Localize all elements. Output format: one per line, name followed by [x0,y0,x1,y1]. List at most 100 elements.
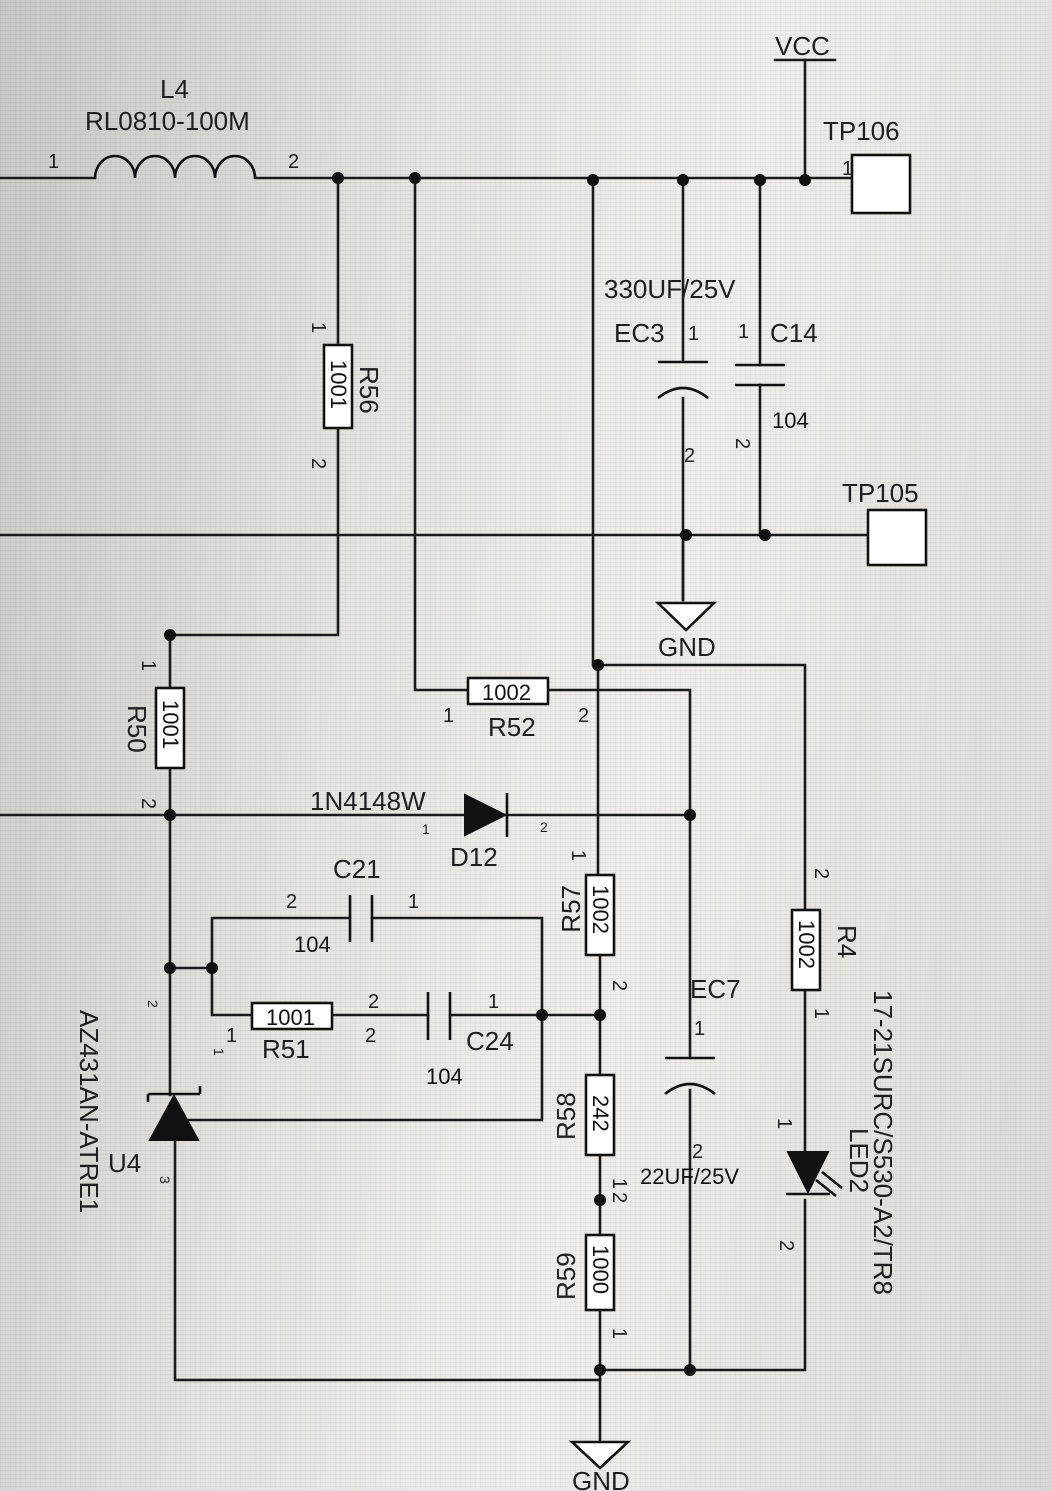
junction-dot [164,962,176,974]
wire-c21-left [168,916,352,970]
r56-ref: R56 [354,366,384,414]
ec7-ref: EC7 [690,974,741,1004]
d12-value: 1N4148W [310,786,426,816]
resistor-r59: 1000 R59 2 1 [551,1192,630,1339]
testpoint-tp105: TP105 [842,478,928,567]
ground-symbol-bottom: GND [568,1440,632,1491]
r51-ref: R51 [262,1034,310,1064]
testpoint-tp106: TP106 1 [823,116,912,215]
resistor-r52: 1002 R52 1 2 [443,676,589,742]
junction-dot [164,629,176,641]
r57-pin1: 1 [567,850,589,861]
c24-ref: C24 [466,1026,514,1056]
ec3-value: 330UF/25V [604,274,736,304]
r4-pin1: 1 [810,1008,832,1019]
r56-pin1: 1 [307,322,329,333]
r4-pin2: 2 [810,868,832,879]
junction-dot [587,174,599,186]
wire-r51-left [210,966,254,1017]
r52-value: 1002 [482,680,531,705]
ground-symbol-top: GND [654,601,718,662]
junction-dot [594,1364,606,1376]
c14-pin2: 2 [731,438,753,449]
ec3-pin1: 1 [688,323,699,345]
r51-value: 1001 [266,1005,315,1030]
c24-pin1: 1 [488,991,499,1013]
led-led2: LED2 17-21SURC/S530-A2/TR8 1 2 [773,990,898,1295]
c24-pin2: 2 [368,991,379,1013]
r56-value: 1001 [326,360,351,409]
r50-ref: R50 [122,705,152,753]
led2-pin2: 2 [775,1240,797,1251]
capacitor-c24: C24 104 2 1 [368,991,514,1089]
led2-value: 17-21SURC/S530-A2/TR8 [868,990,898,1295]
capacitor-curved-plate-icon [657,386,709,400]
r52-ref: R52 [488,712,536,742]
c21-pin1: 1 [408,891,419,913]
r59-pin2: 2 [608,1192,630,1203]
led-emission-arrows-icon [815,1170,843,1198]
led2-pin1: 1 [773,1118,795,1129]
c21-ref: C21 [333,854,381,884]
regulator-u4: U4 AZ431AN-ATRE1 1 2 3 [74,1000,227,1213]
c24-value: 104 [426,1064,463,1089]
inductor-coil-icon [93,154,257,179]
capacitor-curved-plate-icon [664,1082,716,1096]
u4-ref: U4 [108,1148,141,1178]
resistor-r57: 1002 R57 1 2 [556,850,630,991]
c21-pin2: 2 [286,891,297,913]
junction-dot [754,174,766,186]
capacitor-c14: C14 104 1 2 [731,318,818,449]
resistor-r4: 1002 R4 2 1 [790,868,862,1019]
r58-value: 242 [588,1095,613,1132]
junction-dot [680,529,692,541]
u4-pin2: 2 [145,1000,161,1008]
ec7-pin1: 1 [694,1018,705,1040]
wire-u4-return [173,1138,602,1382]
wire-c21-right [176,916,544,1122]
r56-pin2: 2 [307,458,329,469]
led2-ref: LED2 [844,1128,874,1193]
u4-value: AZ431AN-ATRE1 [74,1010,104,1213]
led-triangle-icon [786,1151,830,1195]
c14-value: 104 [772,408,809,433]
u4-pin1: 1 [211,1048,227,1056]
l4-ref: L4 [160,74,189,104]
wires [0,58,870,1442]
regulator-triangle-icon [148,1093,200,1141]
resistor-body-icon [154,686,186,770]
vcc-label: VCC [775,31,830,61]
junctions [164,172,811,1376]
r59-value: 1000 [588,1245,613,1294]
c21-value: 104 [294,932,331,957]
ec3-pin2: 2 [684,445,695,467]
resistor-r51: 1001 R51 1 2 [226,1001,376,1064]
tp106-ref: TP106 [823,116,900,146]
c14-pin1: 1 [738,321,749,343]
resistor-r50: 1001 R50 1 2 [122,660,186,809]
r57-pin2: 2 [608,980,630,991]
gnd-bottom-label: GND [572,1466,630,1491]
resistor-body-icon [790,908,822,992]
capacitor-c21: C21 104 2 1 [286,854,419,957]
r50-value: 1001 [158,700,183,749]
ec3-ref: EC3 [614,318,665,348]
ground-icon [568,1440,632,1470]
junction-dot [677,174,689,186]
resistor-r56: 1001 R56 1 2 [307,322,384,469]
tp105-ref: TP105 [842,478,919,508]
junction-dot [164,809,176,821]
wire-to-r52 [413,176,470,692]
wire-to-r4 [596,663,807,912]
d12-ref: D12 [450,842,498,872]
r52-pin1: 1 [443,705,454,727]
d12-pin2: 2 [540,819,548,835]
wire-bottom-rail [598,1198,807,1372]
d12-pin1: 1 [422,821,430,837]
junction-dot [332,172,344,184]
junction-dot [799,174,811,186]
resistor-body-icon [584,1233,616,1312]
tp106-pin: 1 [842,158,853,180]
r51-pin1: 1 [226,1025,237,1047]
